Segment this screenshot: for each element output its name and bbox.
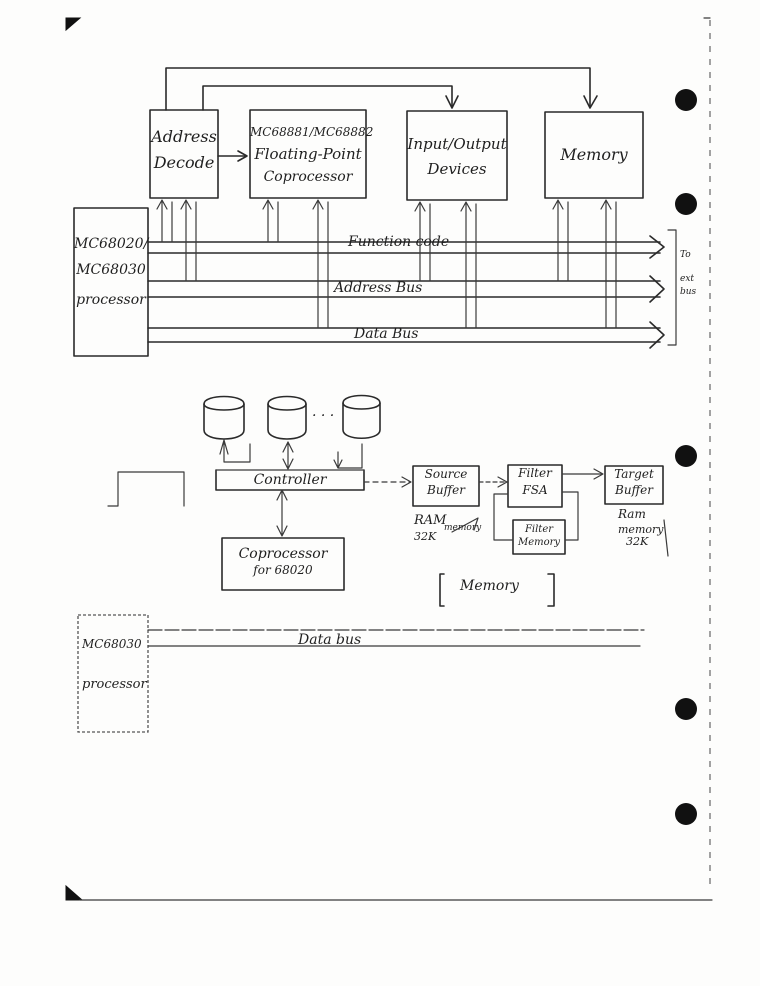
label-line: MC68020/	[74, 236, 149, 252]
label-line: Address	[151, 127, 217, 146]
label-line: FSA	[522, 482, 548, 497]
disk-cylinders	[203, 394, 381, 440]
corner-mark	[65, 17, 82, 32]
label-line: MC68030	[82, 637, 142, 651]
address-bus-label: Address Bus	[334, 280, 423, 296]
label-line: 32K	[626, 535, 649, 549]
filter-memory-box	[512, 519, 566, 555]
controller-box	[215, 469, 365, 491]
bus-connectors	[156, 199, 617, 329]
target-buffer-label: Target Buffer	[605, 467, 663, 498]
fpu-box	[249, 109, 367, 199]
source-buffer-label: Source Buffer	[413, 467, 479, 498]
label-line: Floating-Point	[254, 144, 362, 163]
label-line: bus	[680, 286, 697, 297]
memory-group-label: Memory	[460, 578, 519, 594]
side-note: To ext bus	[680, 250, 704, 297]
io-box	[406, 110, 508, 201]
controller-label: Controller	[253, 472, 327, 488]
label-line: Filter	[524, 524, 554, 535]
label-line: RAM	[414, 513, 447, 528]
label-line: Coprocessor	[263, 169, 353, 186]
punch-hole	[675, 445, 697, 467]
coprocessor-label: Coprocessor for 68020	[222, 546, 344, 578]
label-line: Source	[424, 467, 468, 481]
processor-label: MC68020/ MC68030 processor	[74, 236, 148, 308]
label-line: 32K	[414, 530, 437, 544]
memory-box	[544, 111, 644, 199]
memory-label: Memory	[560, 145, 628, 164]
io-label: Input/Output Devices	[407, 135, 507, 179]
data-bus-2-label: Data bus	[298, 632, 362, 648]
processor2-label: MC68030 processor	[82, 637, 147, 693]
label-line: MC68881/MC68882	[250, 125, 374, 139]
address-decode-box	[149, 109, 219, 199]
punch-hole	[675, 89, 697, 111]
top-loop-to-memory	[165, 67, 591, 111]
processor2-box	[77, 614, 149, 733]
label-line: To	[680, 250, 691, 260]
coprocessor-box	[221, 537, 345, 591]
processor-box	[73, 207, 149, 357]
filter-memory-label: Filter Memory	[513, 524, 565, 548]
label-line: Filter	[518, 466, 552, 480]
filter-fsa-box	[507, 464, 563, 508]
label-line: Buffer	[427, 482, 465, 497]
label-line: Target	[614, 467, 654, 481]
ellipsis-label: . . .	[312, 404, 335, 420]
source-buffer-box	[412, 465, 480, 507]
ram-note-right: Ram memory 32K	[618, 507, 664, 549]
corner-mark	[65, 884, 84, 901]
top-loop-to-io	[202, 85, 453, 111]
label-line: Coprocessor	[238, 546, 328, 562]
label-line: ext	[680, 274, 695, 285]
label-line: processor	[82, 676, 147, 692]
function-code-label: Function code	[348, 234, 450, 250]
punch-hole	[675, 698, 697, 720]
punch-hole	[675, 193, 697, 215]
label-line: Decode	[153, 153, 215, 173]
label-line: Memory	[517, 536, 561, 548]
label-line: memory	[618, 522, 664, 536]
label-line: Ram	[618, 507, 646, 521]
label-line: for 68020	[253, 563, 313, 578]
label-line: Devices	[427, 160, 487, 179]
label-line: Input/Output	[407, 135, 507, 153]
label-line: Buffer	[615, 482, 653, 497]
label-line: processor	[76, 292, 146, 309]
ram-note-left: RAM memory 32K	[414, 513, 482, 544]
filter-fsa-label: Filter FSA	[508, 466, 562, 498]
fpu-label: MC68881/MC68882 Floating-Point Coprocess…	[250, 125, 374, 186]
target-buffer-box	[604, 465, 664, 505]
data-bus-label: Data Bus	[354, 326, 419, 342]
punch-hole	[675, 803, 697, 825]
address-decode-label: Address Decode	[150, 127, 218, 173]
label-line: MC68030	[76, 262, 146, 279]
label-line: memory	[444, 522, 482, 533]
